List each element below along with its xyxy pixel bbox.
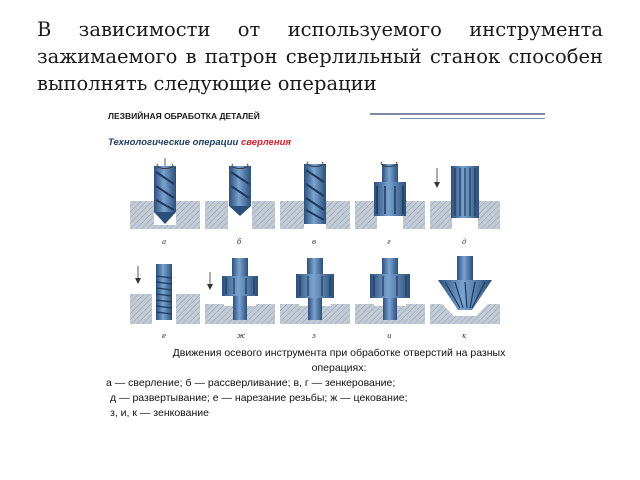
caption-line: операциях: bbox=[311, 362, 367, 374]
label-e: е bbox=[162, 332, 166, 340]
label-k: к bbox=[462, 332, 467, 340]
decorative-line bbox=[400, 118, 545, 119]
slide-title: В зависимости от используемого инструмен… bbox=[37, 18, 603, 95]
operation-g-drawing bbox=[355, 161, 425, 229]
operations-figure: ЛЕЗВИЙНАЯ ОБРАБОТКА ДЕТАЛЕЙ Технологичес… bbox=[100, 106, 548, 430]
label-zh: ж bbox=[237, 332, 245, 340]
operation-d-drawing bbox=[430, 166, 500, 229]
operation-k-drawing bbox=[430, 256, 500, 324]
caption-line: д — развертывание; е — нарезание резьбы;… bbox=[110, 392, 408, 404]
label-g: г bbox=[387, 238, 391, 246]
label-v: в bbox=[312, 238, 316, 246]
label-i: и bbox=[387, 332, 392, 340]
operation-zh-drawing bbox=[205, 258, 275, 324]
operation-e-drawing bbox=[130, 264, 200, 324]
caption-line: Движения осевого инструмента при обработ… bbox=[172, 347, 506, 359]
subheading-accent: сверления bbox=[241, 137, 291, 148]
label-z: з bbox=[312, 332, 316, 340]
figure-heading: ЛЕЗВИЙНАЯ ОБРАБОТКА ДЕТАЛЕЙ bbox=[108, 111, 260, 121]
label-a: а bbox=[162, 238, 166, 246]
label-b: б bbox=[237, 238, 242, 246]
decorative-line bbox=[370, 113, 545, 115]
operation-a-drawing bbox=[130, 158, 200, 229]
operation-z-drawing bbox=[280, 258, 350, 324]
caption-line: а — сверление; б — рассверливание; в, г … bbox=[106, 377, 396, 389]
figure-caption: Движения осевого инструмента при обработ… bbox=[100, 346, 548, 421]
operation-b-drawing bbox=[205, 163, 275, 229]
drill-operations-drawing: а б в г д bbox=[130, 158, 500, 340]
label-d: д bbox=[462, 238, 467, 246]
operation-v-drawing bbox=[280, 161, 350, 229]
figure-subheading: Технологические операции сверления bbox=[108, 137, 291, 148]
operation-i-drawing bbox=[355, 258, 425, 324]
subheading-prefix: Технологические операции bbox=[108, 137, 239, 148]
caption-line: з, и, к — зенкование bbox=[110, 407, 209, 419]
